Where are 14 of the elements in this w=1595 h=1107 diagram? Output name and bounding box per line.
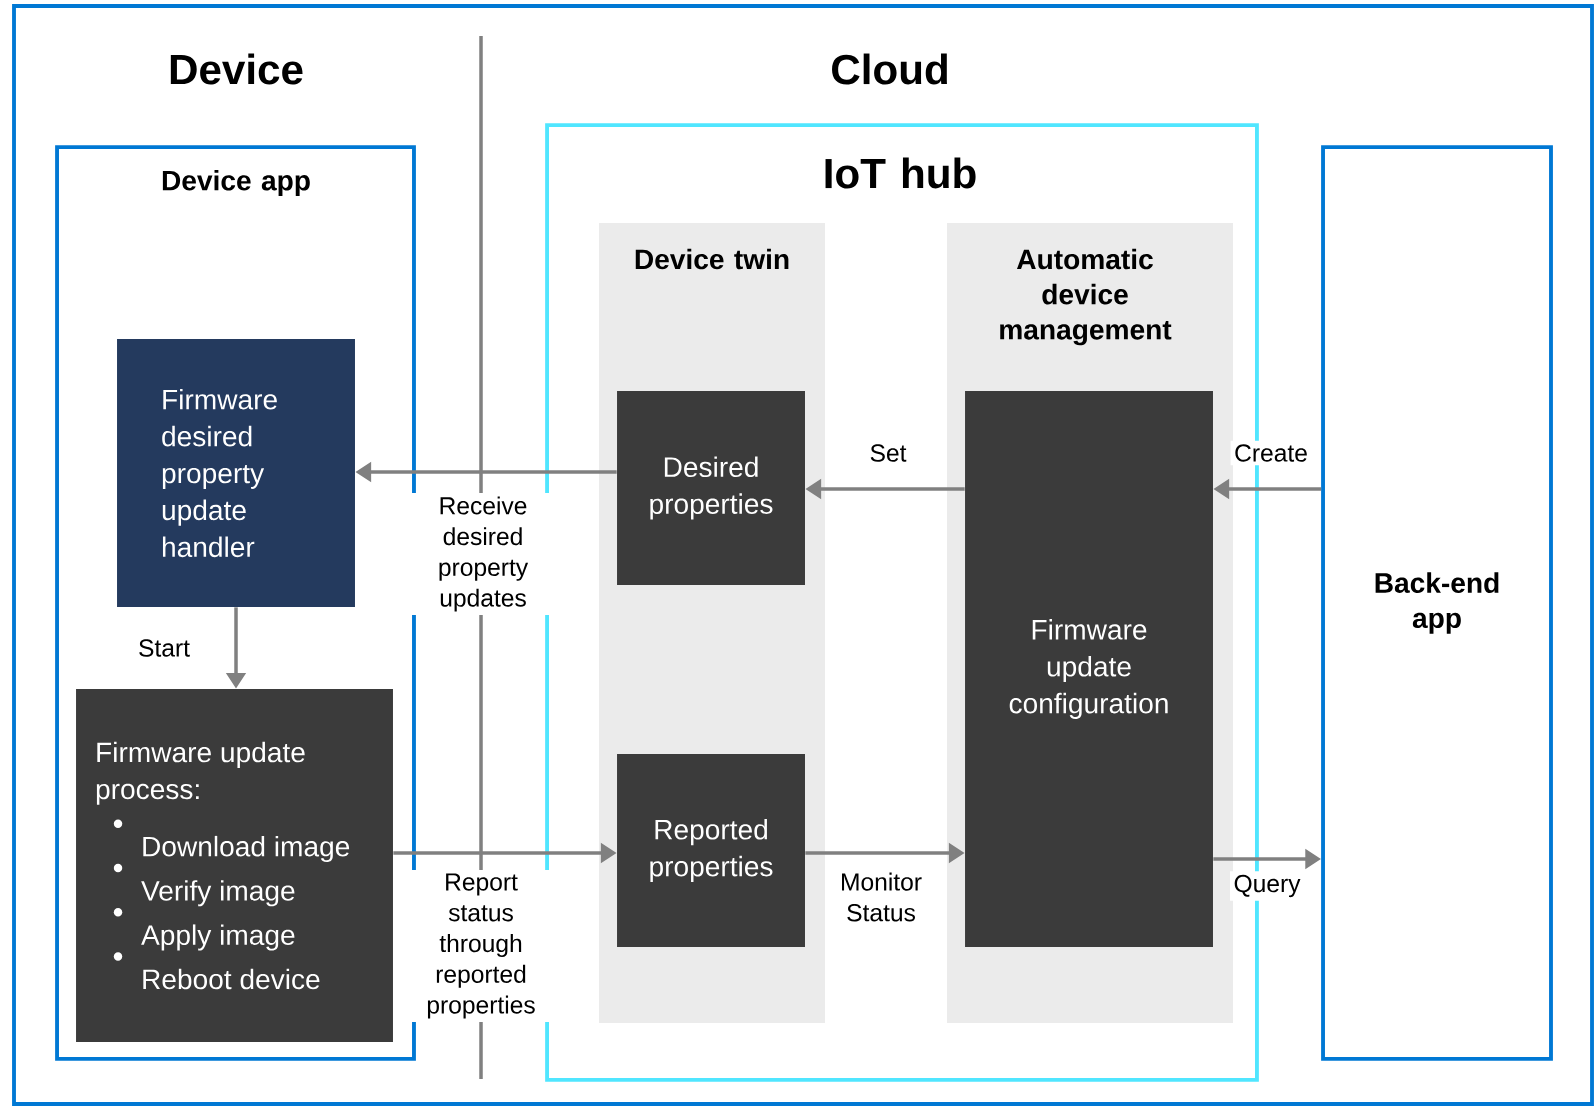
edge-label: Query: [1230, 871, 1304, 901]
section-heading: Device: [170, 53, 303, 85]
edge-label: Receive desired property updates: [409, 492, 557, 616]
app-box: Back-end app: [1321, 145, 1553, 1061]
property-box: Desired properties: [617, 391, 805, 585]
configuration-box: Firmware update configuration: [965, 391, 1213, 947]
edge-label: Set: [866, 440, 910, 466]
edge-label: Create: [1230, 440, 1312, 466]
handler-box: Firmware desired property update handler: [117, 339, 355, 607]
edge-label: Report status through reported properties: [407, 870, 555, 1023]
section-heading: Cloud: [832, 53, 947, 85]
process-box: Firmware update process: Download image Verify image Apply image Reboot device: [76, 689, 393, 1042]
property-box: Reported properties: [617, 754, 805, 947]
edge-label: Monitor Status: [825, 869, 937, 925]
